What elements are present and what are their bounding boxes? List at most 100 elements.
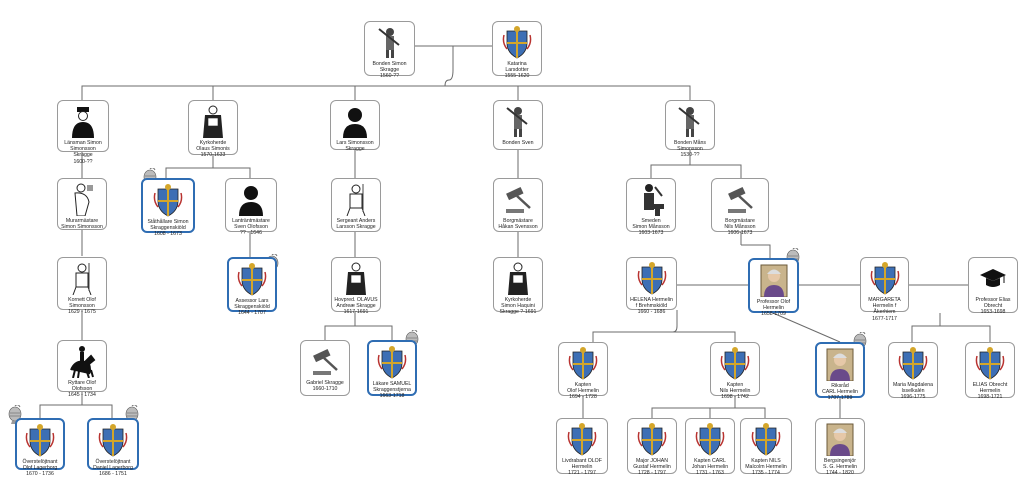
coat-of-arms-icon — [153, 183, 183, 217]
coat-of-arms-icon — [720, 346, 750, 380]
coat-of-arms-icon — [25, 423, 55, 457]
coat-of-arms-icon — [502, 25, 532, 59]
coat-of-arms-icon — [377, 345, 407, 379]
coat-of-arms-icon — [898, 346, 928, 380]
gavel-icon — [503, 182, 533, 216]
portrait-icon — [759, 263, 789, 297]
portrait-icon — [825, 347, 855, 381]
soldier-icon — [67, 261, 97, 295]
silhouette-icon — [340, 104, 370, 138]
coat-of-arms-icon — [237, 262, 267, 296]
farmer-icon — [675, 104, 705, 138]
priest-icon — [341, 261, 371, 295]
node-sven[interactable]: Bonden Sven — [493, 100, 543, 150]
node-label: Bonden Sven — [502, 140, 534, 146]
policeman-icon — [68, 104, 98, 138]
coat-of-arms-icon — [751, 422, 781, 456]
gavel-icon — [310, 344, 340, 378]
farmer-icon — [375, 25, 405, 59]
priest-icon — [198, 104, 228, 138]
coat-of-arms-icon — [98, 423, 128, 457]
farmer-icon — [503, 104, 533, 138]
coat-of-arms-icon — [567, 422, 597, 456]
silhouette-icon — [236, 182, 266, 216]
coat-of-arms-icon — [869, 261, 900, 295]
coat-of-arms-icon — [637, 422, 667, 456]
coat-of-arms-icon — [975, 346, 1005, 380]
gavel-icon — [725, 182, 755, 216]
coat-of-arms-icon — [695, 422, 725, 456]
graduation-cap-icon — [978, 261, 1008, 295]
coat-of-arms-icon — [636, 261, 667, 295]
